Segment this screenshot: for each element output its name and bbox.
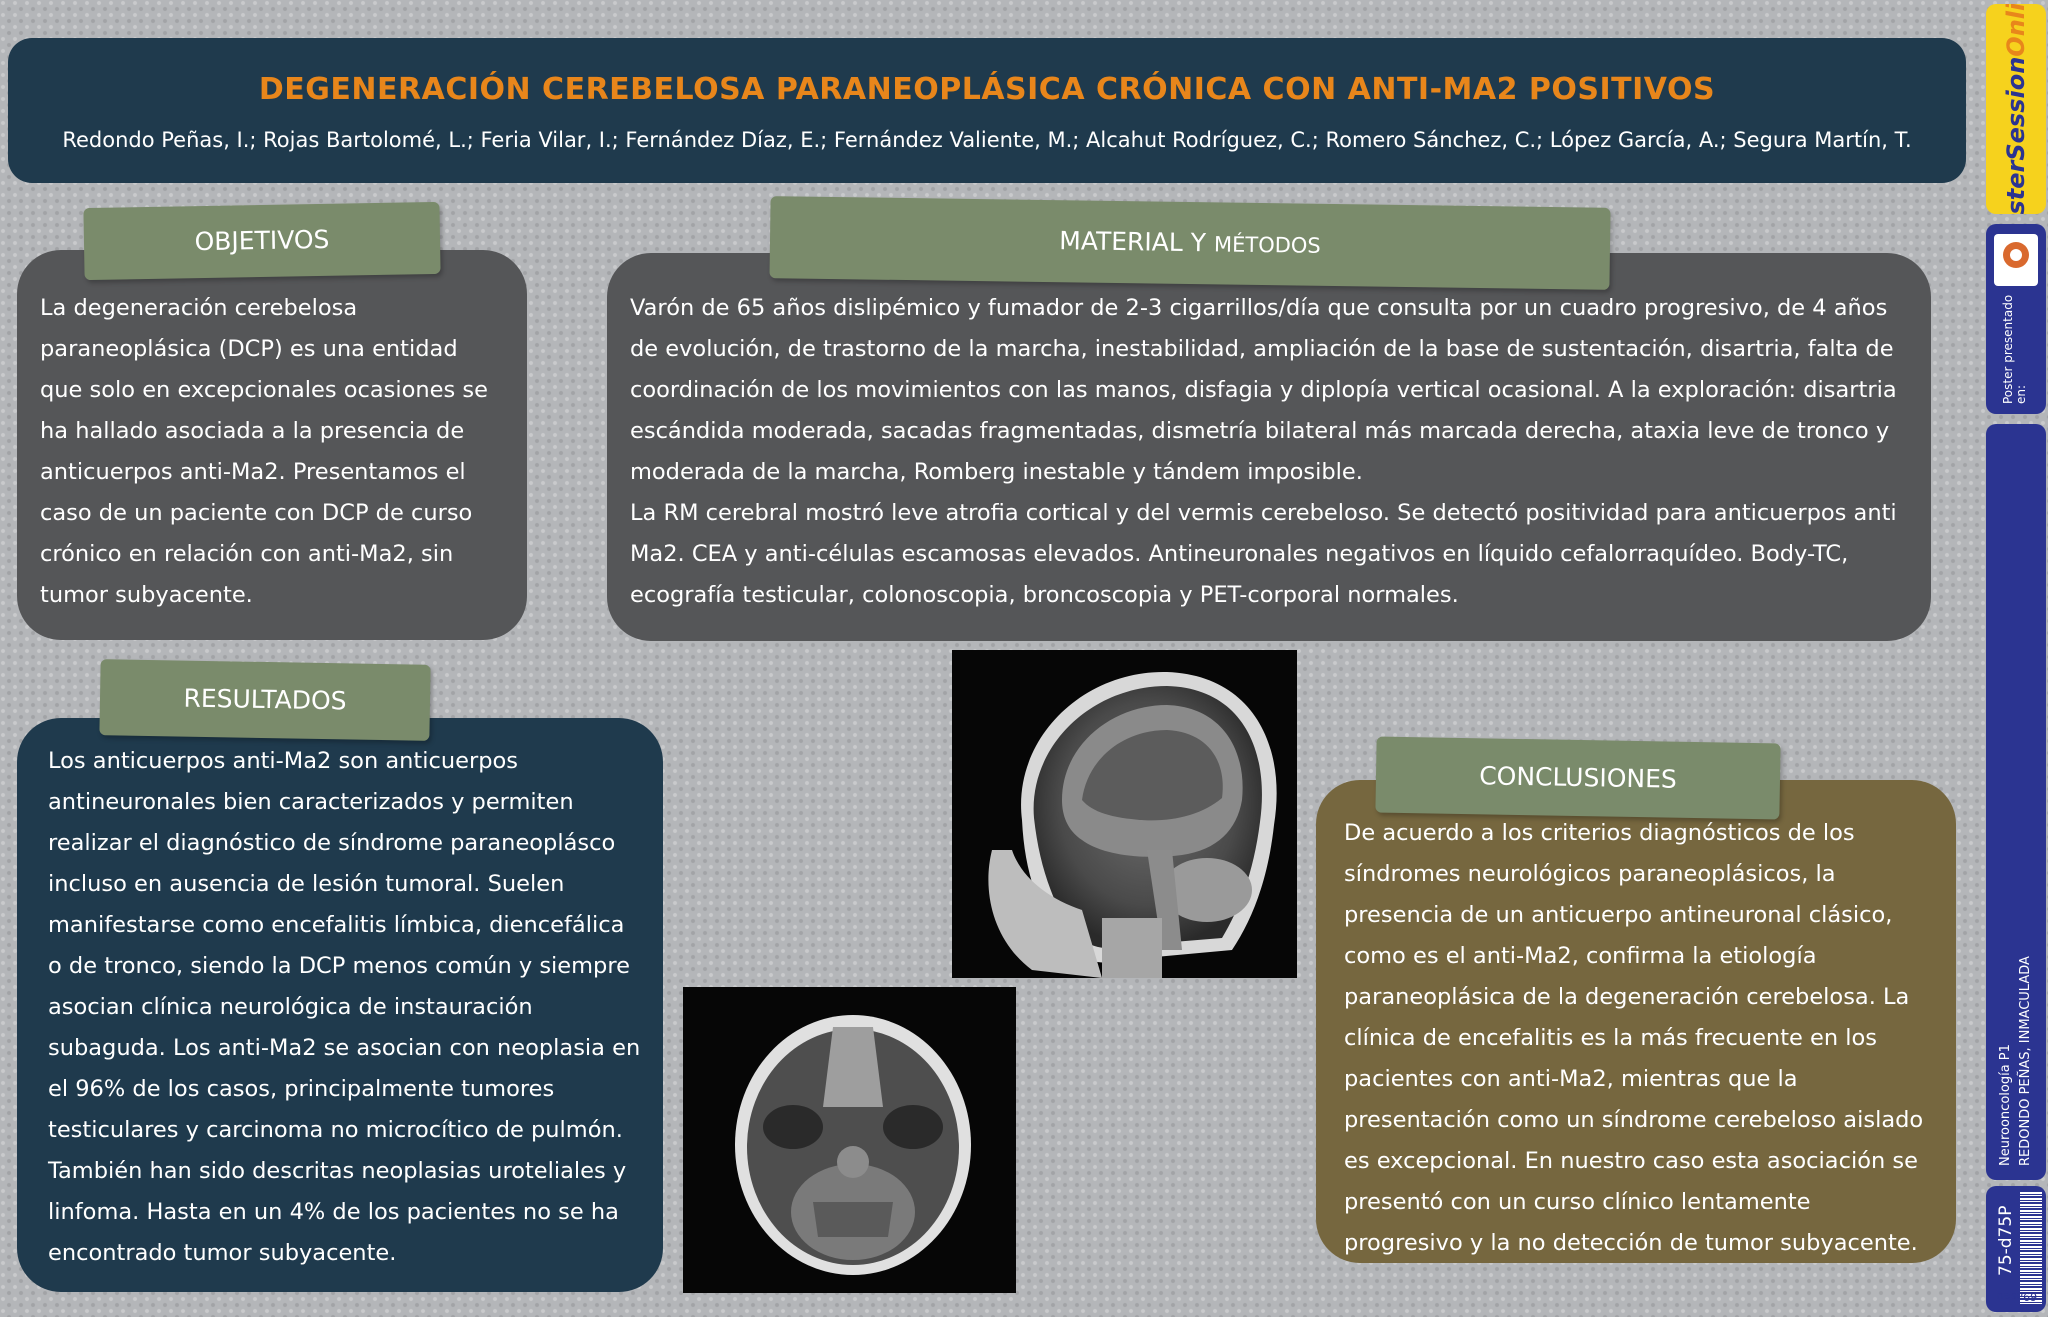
poster-title: DEGENERACIÓN CEREBELOSA PARANEOPLÁSICA C… xyxy=(258,72,1716,107)
material-text-2: La RM cerebral mostró leve atrofia corti… xyxy=(630,500,1897,608)
barcode xyxy=(2020,1192,2042,1304)
resultados-box: Los anticuerpos anti-Ma2 son anticuerpos… xyxy=(17,718,663,1292)
conclusiones-heading-tab: CONCLUSIONES xyxy=(1375,736,1781,820)
mri-sagittal-image xyxy=(952,650,1297,978)
mri-sagittal-graphic xyxy=(952,650,1297,978)
poster-author: REDONDO PEÑAS, INMACULADA xyxy=(2018,956,2033,1166)
poster-category: Neurooncología P1 xyxy=(1998,1044,2013,1166)
poster-id: 69aseu xyxy=(1996,1290,2038,1303)
postersession-logo: PosterSessionOnline xyxy=(1986,4,2046,214)
presented-label: Poster presentado en: xyxy=(2001,294,2028,404)
objetivos-box: La degeneración cerebelosa paraneoplásic… xyxy=(17,250,527,640)
resultados-heading-tab: RESULTADOS xyxy=(99,659,431,741)
mri-axial-image xyxy=(683,987,1016,1293)
material-box: Varón de 65 años dislipémico y fumador d… xyxy=(607,253,1931,641)
material-text-1: Varón de 65 años dislipémico y fumador d… xyxy=(630,295,1897,485)
poster-info-panel: Neurooncología P1 REDONDO PEÑAS, INMACUL… xyxy=(1986,424,2046,1180)
resultados-heading: RESULTADOS xyxy=(183,683,347,716)
material-heading-tab: MATERIAL Y MÉTODOS xyxy=(769,196,1611,290)
objetivos-heading-tab: OBJETIVOS xyxy=(83,201,441,281)
conclusiones-text: De acuerdo a los criterios diagnósticos … xyxy=(1344,820,1924,1256)
poster-code-panel: 75-d75P xyxy=(1986,1186,2046,1312)
poster-sidebar: PosterSessionOnline Poster presentado en… xyxy=(1982,0,2048,1317)
resultados-text: Los anticuerpos anti-Ma2 son anticuerpos… xyxy=(48,748,641,1266)
material-heading: MATERIAL Y MÉTODOS xyxy=(1059,226,1321,258)
conclusiones-box: De acuerdo a los criterios diagnósticos … xyxy=(1316,780,1956,1263)
poster-code: 75-d75P xyxy=(1996,1205,2016,1276)
conclusiones-heading: CONCLUSIONES xyxy=(1478,761,1678,794)
objetivos-heading: OBJETIVOS xyxy=(194,224,330,257)
society-logo xyxy=(1994,234,2038,286)
logo-wordmark: PosterSessionOnline xyxy=(2002,4,2030,214)
presented-at-panel: Poster presentado en: xyxy=(1986,224,2046,414)
poster-header: DEGENERACIÓN CEREBELOSA PARANEOPLÁSICA C… xyxy=(8,38,1966,183)
objetivos-text: La degeneración cerebelosa paraneoplásic… xyxy=(40,295,488,608)
poster-authors: Redondo Peñas, I.; Rojas Bartolomé, L.; … xyxy=(62,128,1912,152)
mri-axial-graphic xyxy=(683,987,1016,1293)
